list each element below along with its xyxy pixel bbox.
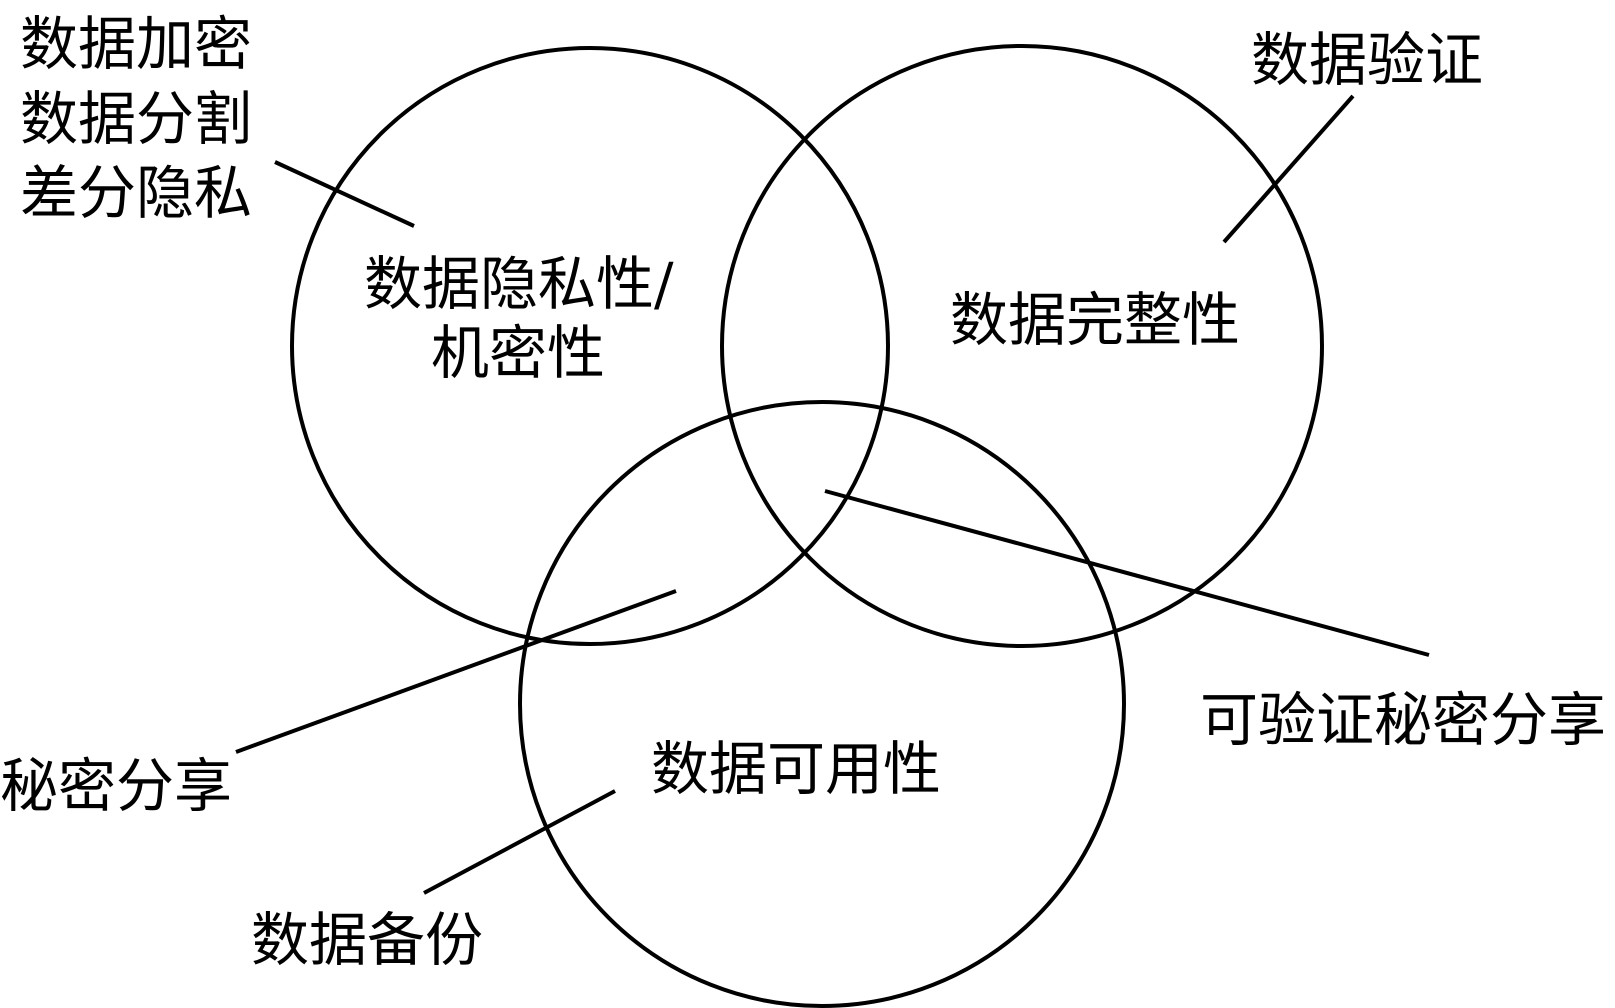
privacy-method-encryption: 数据加密 — [20, 10, 252, 78]
privacy-set-label-line1: 数据隐私性/ — [364, 250, 674, 318]
privacy-methods-leader — [274, 160, 415, 228]
all-three-overlap-leader — [824, 489, 1430, 657]
availability-method-leader — [423, 789, 616, 895]
integrity-set-circle — [720, 44, 1324, 648]
availability-set-circle — [518, 400, 1126, 1008]
availability-set-label: 数据可用性 — [651, 735, 941, 803]
privacy-set-circle — [290, 46, 890, 646]
integrity-method-label: 数据验证 — [1251, 26, 1483, 94]
privacy-set-label-line2: 机密性 — [431, 319, 605, 387]
privacy-method-segmentation: 数据分割 — [20, 85, 252, 153]
privacy-availability-leader — [235, 589, 677, 754]
privacy-availability-overlap-label: 秘密分享 — [0, 752, 232, 820]
availability-method-label: 数据备份 — [251, 906, 483, 974]
privacy-method-differential-privacy: 差分隐私 — [20, 159, 252, 227]
integrity-method-leader — [1222, 94, 1355, 244]
all-three-overlap-label: 可验证秘密分享 — [1200, 686, 1606, 754]
integrity-set-label: 数据完整性 — [950, 286, 1240, 354]
